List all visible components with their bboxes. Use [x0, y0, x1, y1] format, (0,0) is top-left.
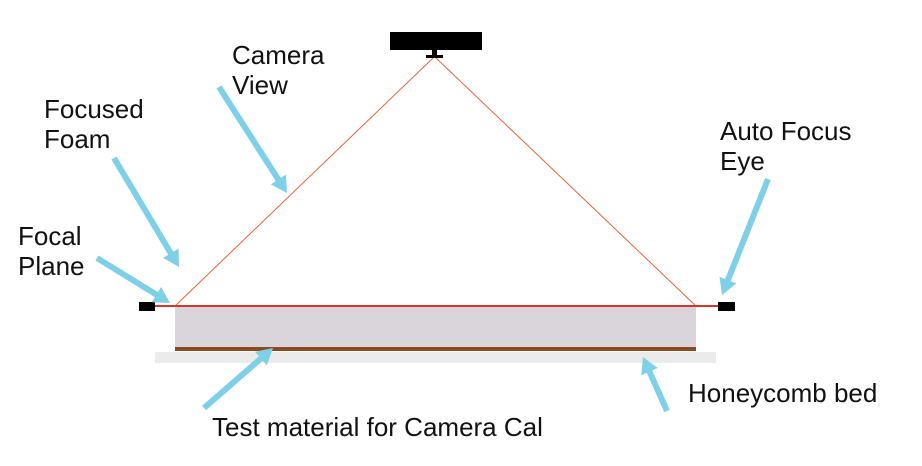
label-focused-foam-line-2: Foam: [44, 124, 111, 154]
arrow-auto-focus-eye-head: [719, 276, 737, 295]
label-honeycomb-bed: Honeycomb bed: [688, 378, 878, 408]
camera-view-line-right: [435, 57, 697, 307]
test-material-strip: [175, 347, 696, 351]
label-camera-view-line-2: View: [232, 70, 288, 100]
arrow-camera-view-shaft: [216, 85, 282, 183]
label-focal-plane-line-1: Focal: [18, 221, 82, 251]
camera-view-line-left: [174, 57, 434, 307]
arrow-focused-foam: [111, 156, 179, 267]
label-test-material: Test material for Camera Cal: [212, 412, 543, 442]
camera-lens: [426, 55, 443, 58]
arrow-auto-focus-eye-shaft: [724, 177, 771, 284]
arrow-camera-view-head: [270, 174, 287, 193]
camera: [390, 32, 482, 58]
arrow-test-material-head: [255, 348, 273, 366]
arrow-focused-foam-head: [163, 248, 179, 267]
arrow-test-material: [202, 348, 273, 411]
arrow-honeycomb-bed: [641, 357, 670, 413]
label-camera-view-line-1: Camera: [232, 40, 325, 70]
auto-focus-eye-left: [139, 302, 155, 311]
camera-mount: [432, 50, 437, 56]
arrow-focal-plane-shaft: [95, 255, 160, 299]
label-focal-plane: Focal Plane: [18, 221, 85, 281]
label-camera-view: Camera View: [232, 40, 324, 100]
label-auto-focus-eye: Auto Focus Eye: [720, 116, 852, 176]
arrow-auto-focus-eye: [719, 177, 771, 295]
label-focused-foam: Focused Foam: [44, 94, 144, 154]
label-focused-foam-line-1: Focused: [44, 94, 144, 124]
arrow-honeycomb-bed-head: [641, 357, 658, 376]
arrow-test-material-shaft: [202, 354, 265, 411]
camera-body: [390, 32, 482, 50]
label-auto-focus-eye-line-2: Eye: [720, 146, 765, 176]
label-auto-focus-eye-line-1: Auto Focus: [720, 116, 852, 146]
arrow-focused-foam-shaft: [111, 156, 175, 257]
honeycomb-bed: [155, 352, 716, 363]
auto-focus-eye-right: [718, 302, 735, 311]
arrow-focal-plane: [95, 255, 170, 303]
label-focal-plane-line-2: Plane: [18, 251, 85, 281]
focused-foam-block: [175, 307, 696, 350]
arrow-focal-plane-head: [151, 286, 170, 303]
arrow-camera-view: [216, 85, 287, 193]
arrow-honeycomb-bed-shaft: [645, 368, 670, 413]
